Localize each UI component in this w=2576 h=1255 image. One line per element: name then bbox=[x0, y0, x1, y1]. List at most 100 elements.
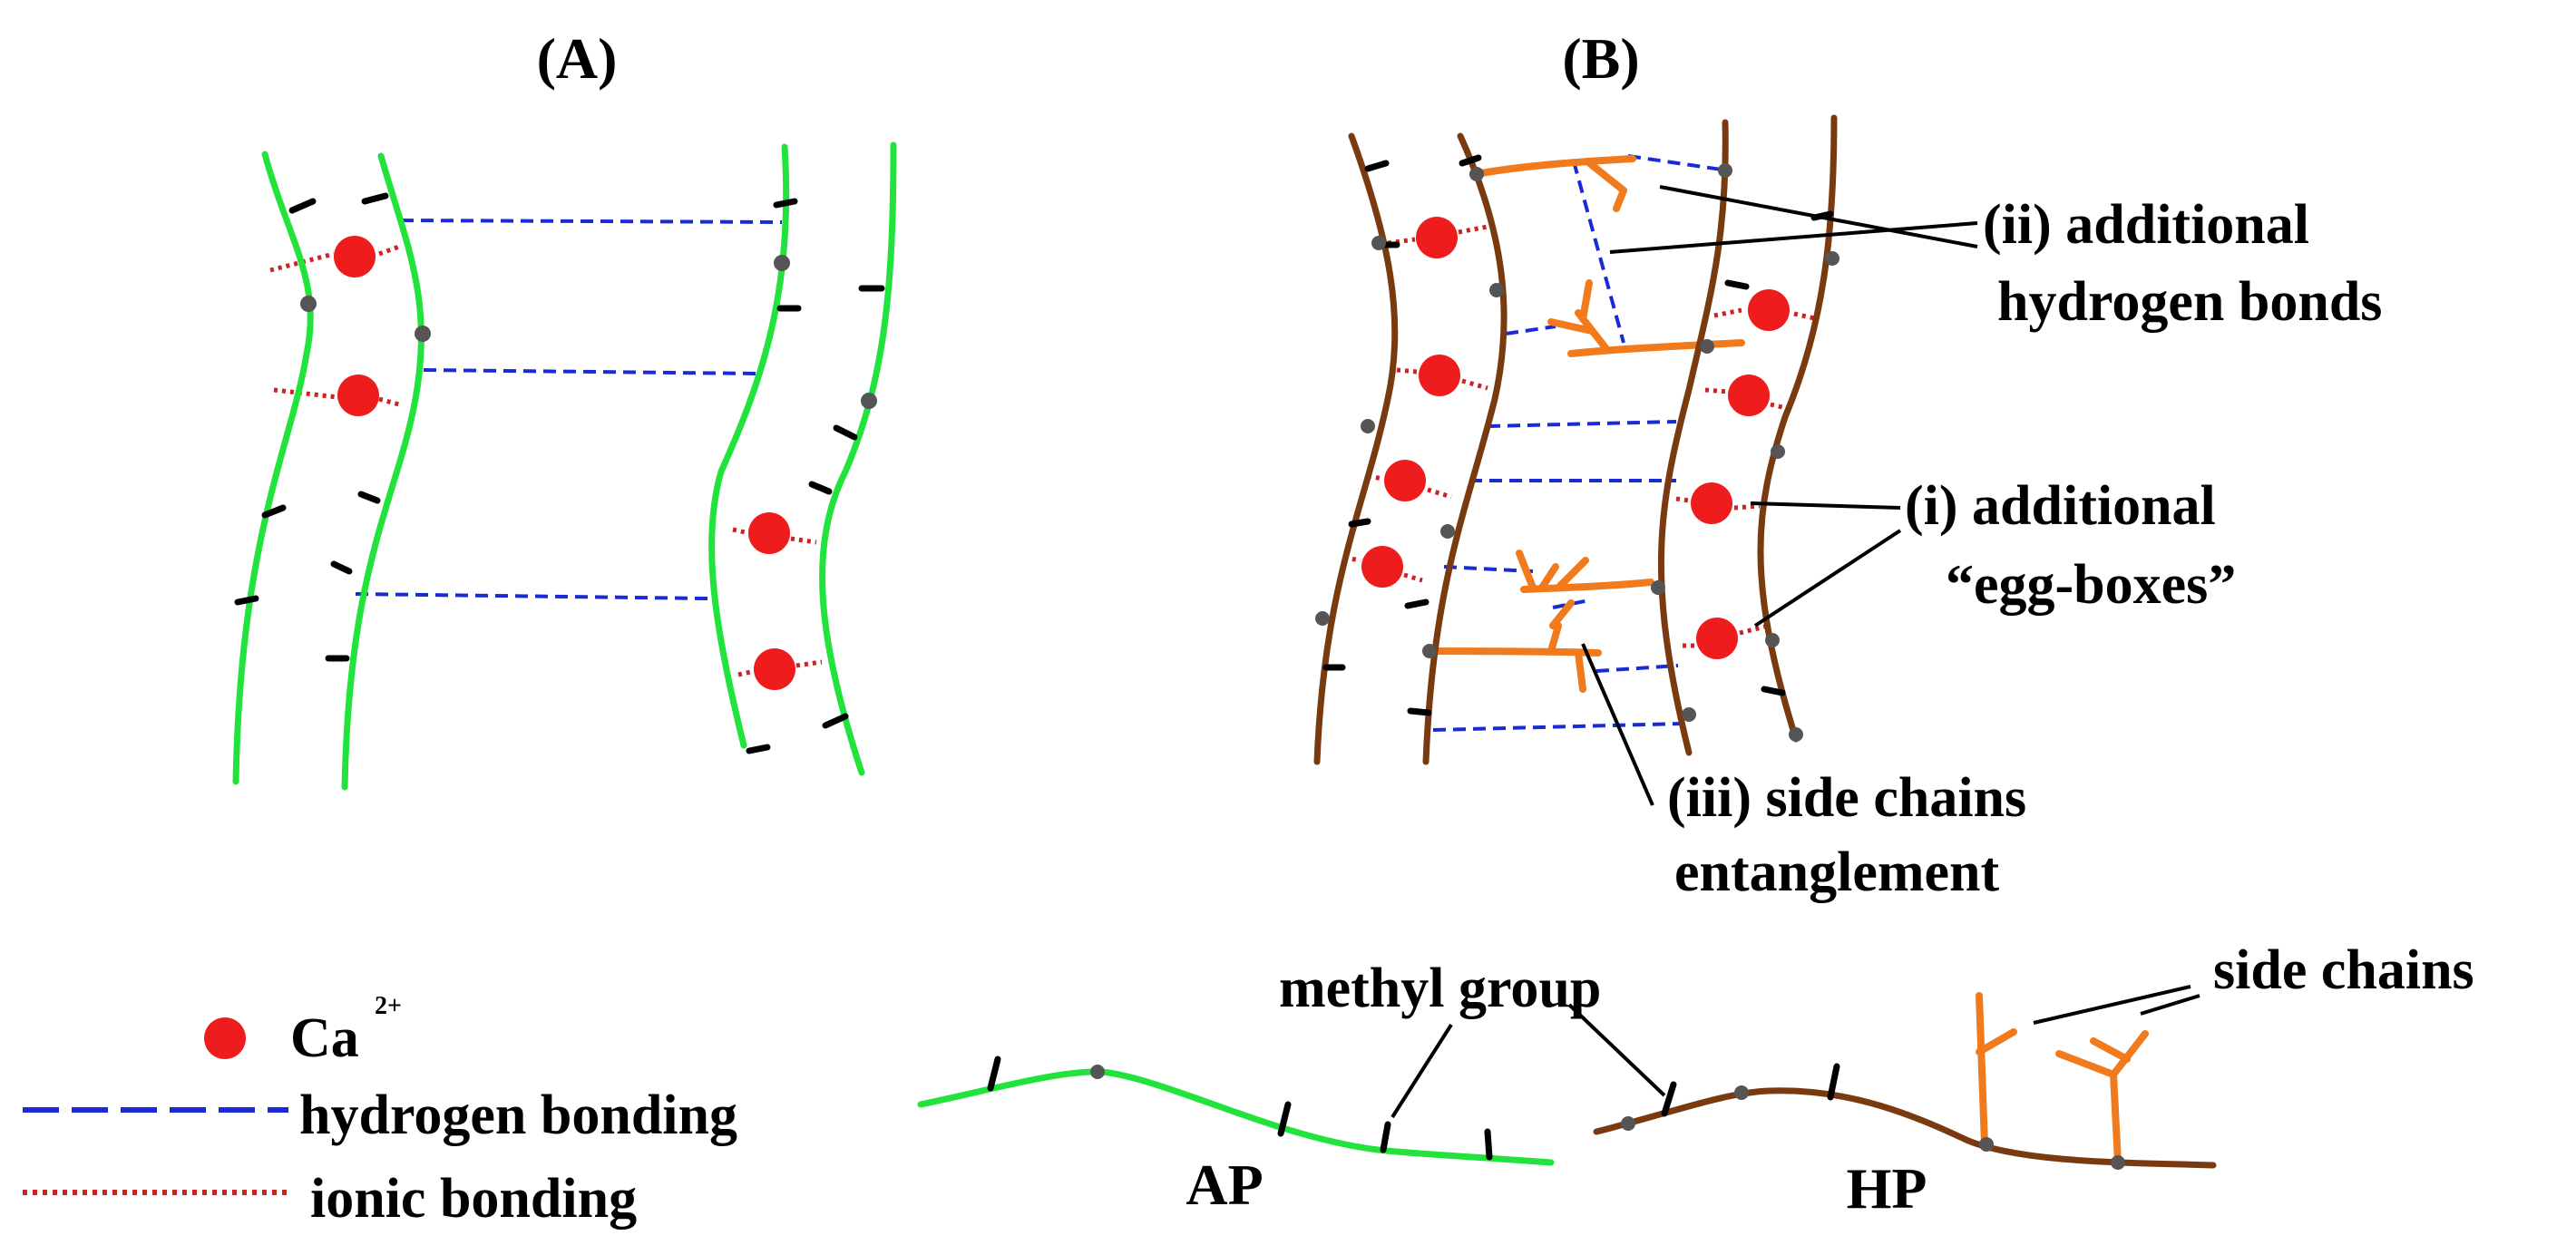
leader-line bbox=[1609, 221, 1978, 254]
calcium-ion bbox=[1384, 460, 1426, 501]
ionic-bond bbox=[1704, 387, 1729, 394]
side-chain bbox=[1473, 155, 1636, 178]
hp-label: HP bbox=[1847, 1156, 1927, 1221]
legend-ionic-label: ionic bonding bbox=[310, 1168, 637, 1230]
calcium-ion bbox=[1416, 217, 1458, 258]
junction-dot bbox=[1651, 580, 1665, 595]
annotation-ii-line1: (ii) additional bbox=[1983, 194, 2309, 256]
junction-dot bbox=[1371, 236, 1386, 250]
methyl-tick bbox=[1724, 279, 1750, 290]
methyl-tick bbox=[1459, 154, 1482, 167]
methyl-tick bbox=[357, 491, 381, 504]
hydrogen-bond bbox=[1487, 420, 1677, 428]
junction-dot bbox=[1765, 633, 1780, 647]
junction-dot bbox=[1469, 167, 1484, 181]
panel-a: (A) bbox=[232, 26, 897, 791]
side-chains-label: side chains bbox=[2213, 939, 2474, 1001]
methyl-group-label: methyl group bbox=[1279, 958, 1601, 1019]
side-chain bbox=[1547, 599, 1586, 693]
panel-b-junctions bbox=[1315, 163, 1839, 742]
junction-dot bbox=[1315, 611, 1330, 626]
ap-chain bbox=[819, 141, 897, 776]
leader-line bbox=[1659, 185, 1978, 248]
methyl-tick bbox=[1407, 707, 1432, 716]
ap-chain bbox=[341, 152, 424, 791]
panel-a-hydrogen-bonds bbox=[355, 219, 783, 600]
junction-dot bbox=[300, 296, 317, 312]
legend-calcium-charge: 2+ bbox=[375, 992, 402, 1020]
molecule-annotations: methyl group side chains bbox=[1279, 939, 2474, 1119]
panel-b-label: (B) bbox=[1562, 26, 1639, 91]
panel-a-junctions bbox=[300, 255, 877, 409]
hydrogen-bond bbox=[1552, 598, 1590, 609]
junction-dot bbox=[1090, 1065, 1105, 1079]
junction-dot bbox=[1361, 419, 1375, 433]
methyl-tick bbox=[1404, 598, 1429, 609]
ionic-bond bbox=[378, 396, 400, 407]
side-chain bbox=[2055, 1030, 2149, 1166]
annotation-i-line2: “egg-boxes” bbox=[1946, 554, 2236, 616]
leader-line bbox=[2140, 994, 2200, 1016]
junction-dot bbox=[1440, 524, 1455, 539]
calcium-ion bbox=[1728, 375, 1770, 416]
junction-dot bbox=[1734, 1085, 1749, 1100]
leader-line bbox=[1567, 1003, 1666, 1097]
side-chain bbox=[1567, 339, 1745, 357]
junction-dot bbox=[1771, 444, 1785, 459]
hp-chain bbox=[1313, 132, 1399, 765]
panel-b: (B) bbox=[1313, 26, 2382, 903]
leader-line bbox=[1581, 643, 1654, 806]
side-chain bbox=[1584, 158, 1627, 212]
ionic-bond bbox=[1713, 307, 1742, 318]
ionic-bond bbox=[732, 527, 750, 536]
methyl-tick bbox=[822, 713, 849, 729]
hp-chain bbox=[1757, 114, 1838, 743]
leader-line bbox=[1390, 1023, 1453, 1119]
hydrogen-bond bbox=[1443, 565, 1534, 573]
hydrogen-bond bbox=[400, 219, 783, 224]
calcium-ion bbox=[748, 512, 790, 554]
annotation-iii-line1: (iii) side chains bbox=[1667, 767, 2026, 829]
panel-a-ionic-bonds bbox=[269, 244, 823, 677]
calcium-ion bbox=[337, 375, 379, 416]
ionic-bond bbox=[1733, 503, 1761, 511]
junction-dot bbox=[1789, 727, 1803, 742]
panel-b-ionic-bonds bbox=[1343, 224, 1820, 648]
annotation-iii-line2: entanglement bbox=[1674, 842, 2000, 903]
junction-dot bbox=[1979, 1137, 1994, 1152]
hydrogen-bond bbox=[355, 592, 708, 600]
methyl-tick bbox=[1348, 518, 1371, 528]
methyl-tick bbox=[234, 595, 259, 606]
leader-line bbox=[1750, 501, 1901, 510]
junction-dot bbox=[415, 326, 431, 342]
methyl-tick bbox=[361, 192, 389, 205]
methyl-tick bbox=[1484, 1128, 1493, 1161]
leader-line bbox=[1753, 529, 1902, 628]
hydrogen-bond bbox=[1572, 161, 1625, 344]
ionic-bond bbox=[795, 659, 823, 668]
calcium-ion bbox=[1748, 289, 1790, 331]
methyl-tick bbox=[746, 744, 771, 754]
legend-calcium-swatch bbox=[204, 1017, 246, 1059]
methyl-tick bbox=[288, 198, 317, 214]
ap-label: AP bbox=[1186, 1153, 1263, 1217]
calcium-ion bbox=[754, 648, 795, 690]
methyl-tick bbox=[261, 504, 287, 519]
methyl-tick bbox=[1761, 686, 1786, 696]
methyl-tick bbox=[1364, 160, 1390, 172]
methyl-tick bbox=[1827, 1063, 1840, 1101]
panel-b-side-chains bbox=[1425, 155, 1745, 693]
methyl-tick bbox=[987, 1056, 1001, 1092]
panel-b-calcium-ions bbox=[1361, 217, 1790, 659]
junction-dot bbox=[1422, 644, 1437, 658]
legend-hydrogen-label: hydrogen bonding bbox=[299, 1085, 737, 1146]
molecule-hp: HP bbox=[1593, 992, 2217, 1221]
junction-dot bbox=[1489, 283, 1504, 297]
calcium-ion bbox=[1419, 355, 1460, 396]
methyl-tick bbox=[330, 560, 353, 575]
hp-chain bbox=[1422, 132, 1508, 765]
hydrogen-bond bbox=[1627, 154, 1729, 172]
ionic-bond bbox=[790, 536, 817, 545]
panel-a-chains bbox=[232, 141, 897, 791]
